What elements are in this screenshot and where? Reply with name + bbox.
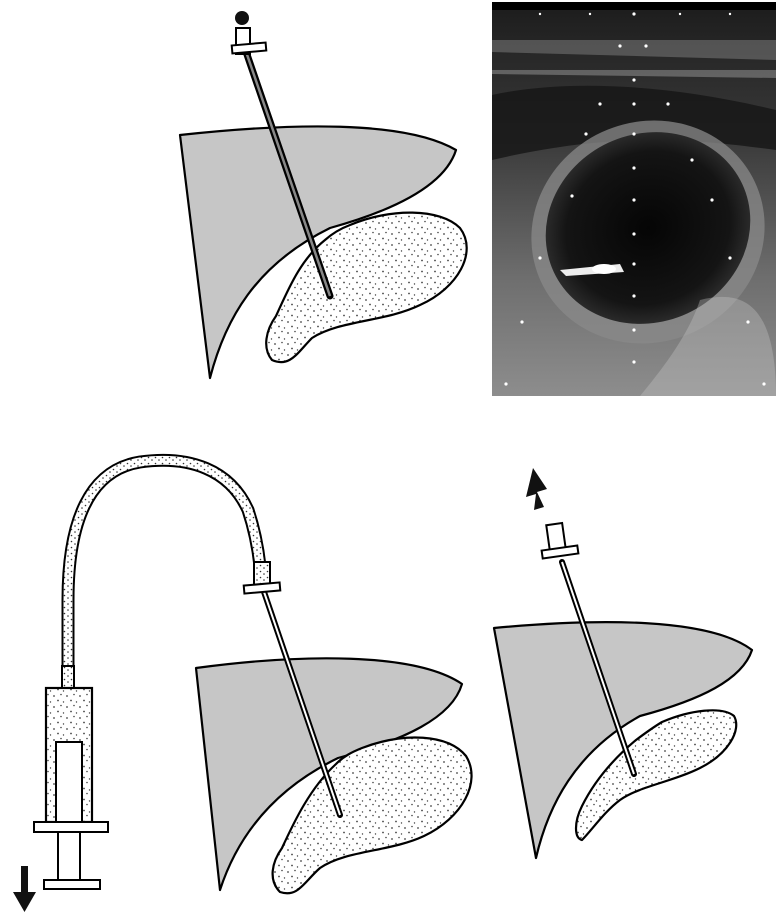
syringe-plunger-rod (58, 832, 80, 882)
syringe (34, 666, 108, 889)
needle-hub-flange (232, 43, 267, 54)
plunger-pull-arrow (13, 866, 36, 912)
syringe-plunger-head (56, 742, 82, 822)
needle-hub-flange (542, 546, 579, 559)
syringe-plunger-thumb (44, 880, 100, 889)
needle-hub (254, 562, 270, 586)
panel-needle-insertion (180, 11, 467, 378)
panel-needle-withdrawal (494, 468, 752, 858)
panel-ultrasound-image (492, 2, 778, 396)
withdrawal-arrow (526, 468, 547, 510)
syringe-finger-flange (34, 822, 108, 832)
needle-cap (235, 11, 249, 25)
syringe-tip (62, 666, 74, 688)
panel-aspiration (13, 460, 472, 912)
needle-hub-flange (244, 582, 281, 593)
